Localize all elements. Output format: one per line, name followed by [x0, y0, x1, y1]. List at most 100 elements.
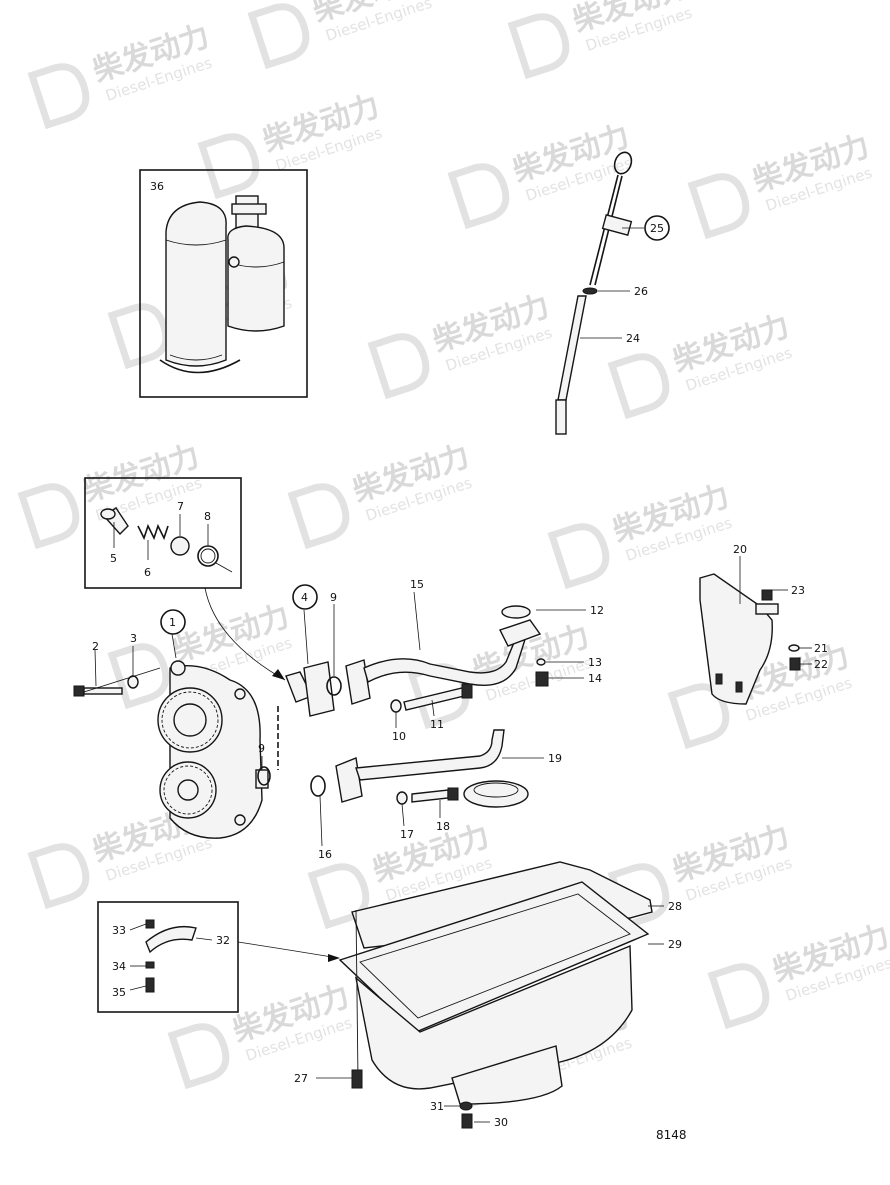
dipstick-handle-ring [613, 151, 633, 175]
callout-circle-25 [644, 215, 670, 241]
callout-20: 20 [733, 543, 747, 556]
nut-23 [761, 589, 773, 601]
bracket-assembly [699, 573, 801, 705]
bolt-11 [403, 687, 465, 711]
callout-35: 35 [112, 986, 126, 999]
callout-24: 24 [626, 332, 640, 345]
callout-17: 17 [400, 828, 414, 841]
bolt-35 [145, 977, 155, 993]
callout-4: 4 [301, 591, 308, 604]
seal-ring-12 [501, 605, 531, 619]
callout-5: 5 [110, 552, 117, 565]
dipstick-tube [557, 295, 587, 401]
callout-34: 34 [112, 960, 126, 973]
dipstick-assembly [555, 151, 633, 435]
callout-23: 23 [791, 584, 805, 597]
sump-body [354, 944, 633, 1090]
callout-31: 31 [430, 1100, 444, 1113]
cover-plate-32 [145, 925, 197, 954]
callout-9: 9 [258, 742, 265, 755]
callout-7: 7 [177, 500, 184, 513]
callout-8: 8 [204, 510, 211, 523]
callout-25: 25 [650, 222, 664, 235]
gasket-9 [326, 676, 342, 696]
bolt-27 [351, 1069, 363, 1089]
callout-29: 29 [668, 938, 682, 951]
washer-13 [536, 658, 546, 666]
washer-34 [145, 961, 155, 969]
callout-9: 9 [330, 591, 337, 604]
callout-16: 16 [318, 848, 332, 861]
callout-32: 32 [216, 934, 230, 947]
washer-17 [396, 791, 408, 805]
valve-piston [170, 536, 190, 556]
callout-19: 19 [548, 752, 562, 765]
oil-sump [338, 861, 653, 1129]
inset-oil-filter [139, 169, 308, 398]
oil-filter-canister [165, 201, 227, 367]
callout-3: 3 [130, 632, 137, 645]
inset-frame-36 [139, 169, 308, 398]
callout-10: 10 [392, 730, 406, 743]
lower-pipe-assembly [257, 729, 529, 808]
callout-circle-1 [160, 609, 186, 635]
oil-pump [157, 660, 269, 839]
callout-2: 2 [92, 640, 99, 653]
pipe-flange-4 [303, 661, 335, 717]
inset-pointer [204, 587, 286, 681]
callout-33: 33 [112, 924, 126, 937]
callout-28: 28 [668, 900, 682, 913]
nut-33 [145, 919, 155, 929]
callout-30: 30 [494, 1116, 508, 1129]
gasket-9b [257, 766, 271, 786]
callout-circle-4 [292, 584, 318, 610]
callout-13: 13 [588, 656, 602, 669]
callout-21: 21 [814, 642, 828, 655]
drawing-number: 8148 [656, 1128, 687, 1142]
dipstick-tag [601, 214, 633, 236]
washer-21 [788, 644, 800, 652]
bracket-20 [699, 573, 773, 705]
washer-10 [390, 699, 402, 713]
callout-1: 1 [169, 616, 176, 629]
valve-spring [137, 523, 169, 541]
leader-lines [94, 227, 812, 1123]
callout-18: 18 [436, 820, 450, 833]
bolt-2 [73, 685, 123, 697]
filter-bowl [227, 225, 285, 332]
washer-31 [459, 1101, 473, 1111]
callout-11: 11 [430, 718, 444, 731]
bolt-22 [789, 657, 801, 671]
inset-bracket-small [97, 901, 239, 1013]
bolt-18 [411, 789, 449, 803]
callout-27: 27 [294, 1072, 308, 1085]
inset-frame-valve [84, 477, 242, 589]
drain-plug-30 [461, 1113, 473, 1129]
inset-frame-small [97, 901, 239, 1013]
callout-12: 12 [590, 604, 604, 617]
callout-6: 6 [144, 566, 151, 579]
dipstick-seal-ring [582, 287, 598, 295]
callout-22: 22 [814, 658, 828, 671]
gasket-16 [310, 775, 326, 797]
callout-15: 15 [410, 578, 424, 591]
strainer-pipe-19 [355, 729, 505, 781]
callout-14: 14 [588, 672, 602, 685]
callout-26: 26 [634, 285, 648, 298]
callout-36: 36 [150, 180, 164, 193]
bolt-14 [535, 671, 549, 687]
upper-pipe-assembly [277, 605, 549, 770]
